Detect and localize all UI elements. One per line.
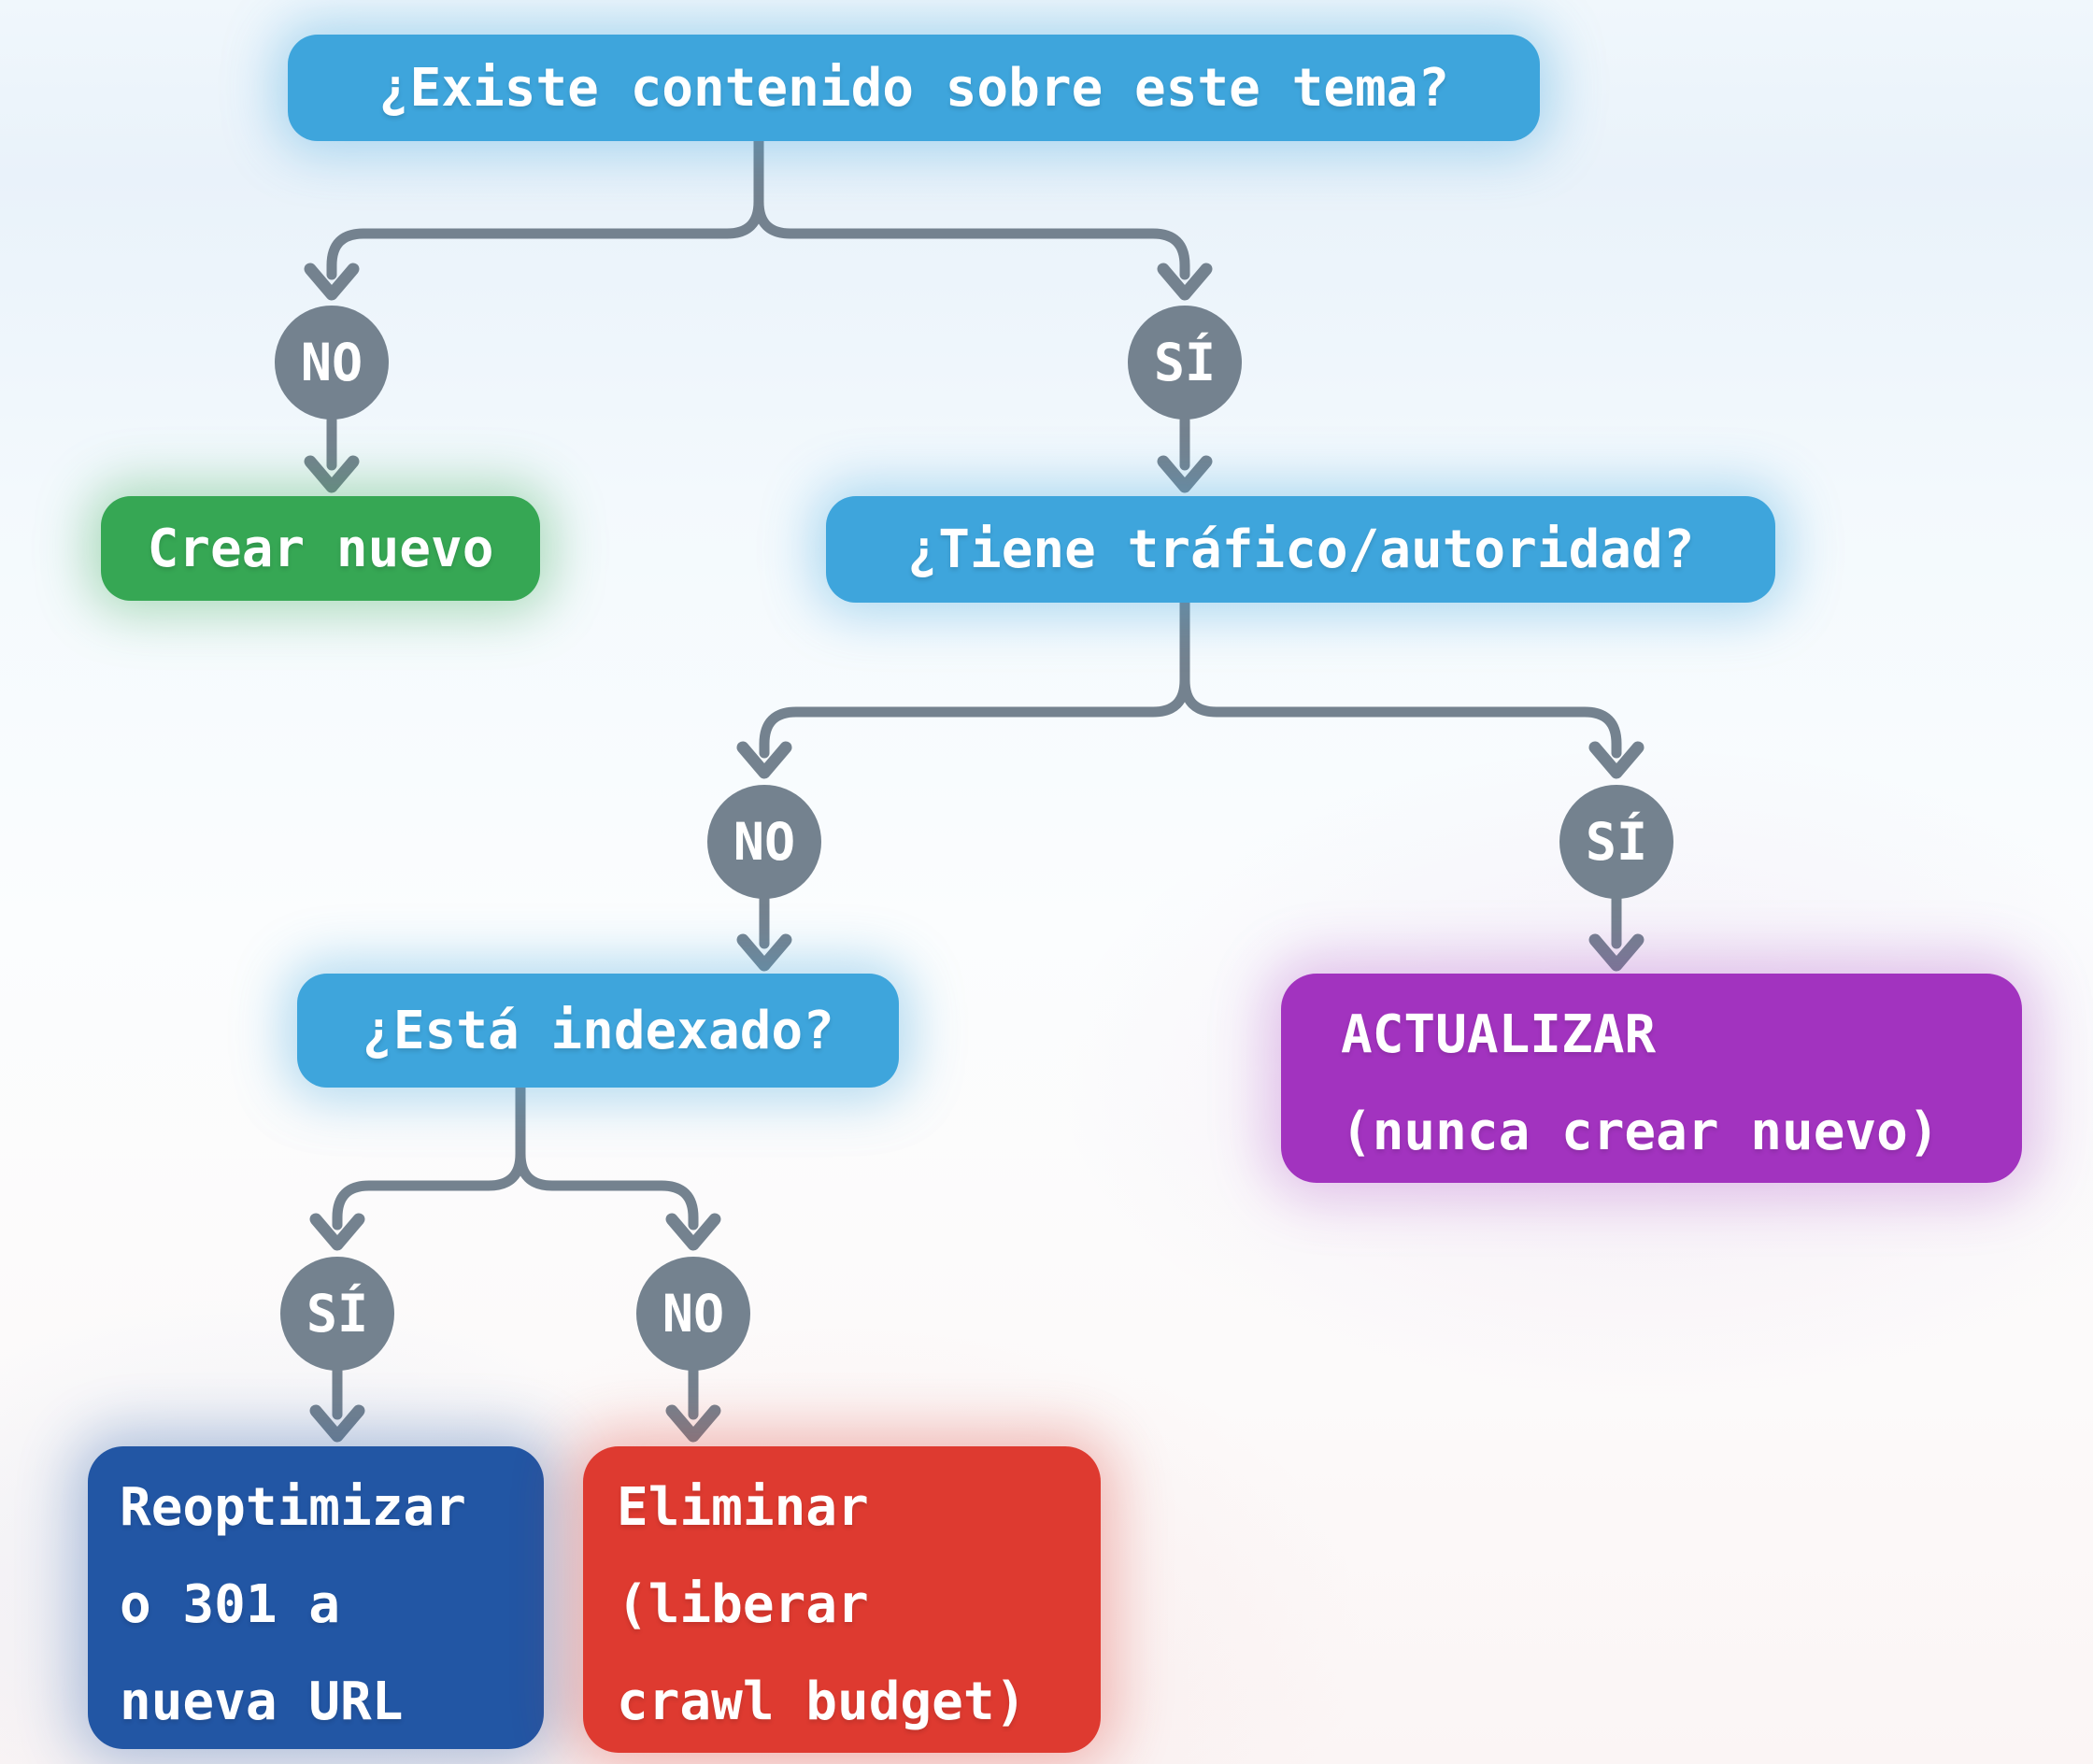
node-action-actualizar: ACTUALIZAR (nunca crear nuevo) bbox=[1281, 974, 2022, 1183]
node-label: ¿Existe contenido sobre este tema? bbox=[377, 57, 1450, 119]
edge-label-trafico-no: NO bbox=[707, 785, 821, 899]
node-question-trafico-autoridad: ¿Tiene tráfico/autoridad? bbox=[826, 496, 1775, 603]
arrowhead-icon bbox=[665, 1404, 721, 1443]
arrowhead-icon bbox=[309, 1404, 365, 1443]
edge-label-indexado-si: SÍ bbox=[280, 1257, 394, 1371]
edge-label-existe-no: NO bbox=[275, 306, 389, 420]
node-label-line: ACTUALIZAR bbox=[1341, 1004, 1657, 1065]
node-action-reoptimizar-301: Reoptimizar o 301 a nueva URL bbox=[88, 1446, 544, 1749]
connector-existe-to-si bbox=[753, 135, 1190, 280]
node-label: Crear nuevo bbox=[147, 518, 494, 579]
node-label-line: Reoptimizar bbox=[120, 1477, 466, 1538]
edge-label-text: NO bbox=[300, 333, 363, 392]
edge-label-existe-si: SÍ bbox=[1128, 306, 1242, 420]
edge-label-indexado-no: NO bbox=[636, 1257, 750, 1371]
arrowhead-icon bbox=[736, 933, 792, 972]
node-label-line: crawl budget) bbox=[617, 1672, 1027, 1732]
edge-label-text: SÍ bbox=[1153, 333, 1217, 392]
node-label: ¿Está indexado? bbox=[362, 1000, 834, 1061]
node-label-line: nueva URL bbox=[120, 1672, 404, 1732]
node-action-eliminar: Eliminar (liberar crawl budget) bbox=[583, 1446, 1101, 1753]
arrowhead-icon bbox=[665, 1213, 721, 1251]
node-label-line: (nunca crear nuevo) bbox=[1341, 1102, 1940, 1162]
connector-indexado-to-si bbox=[332, 1082, 526, 1231]
connector-existe-to-no bbox=[326, 135, 764, 280]
connector-indexado-to-no bbox=[515, 1082, 699, 1231]
edge-label-text: NO bbox=[733, 812, 796, 872]
connector-trafico-to-si bbox=[1179, 597, 1622, 759]
arrowhead-icon bbox=[304, 263, 360, 301]
node-question-existe-contenido: ¿Existe contenido sobre este tema? bbox=[288, 35, 1540, 141]
edge-label-trafico-si: SÍ bbox=[1559, 785, 1673, 899]
connector-trafico-to-no bbox=[759, 597, 1190, 759]
node-label-line: Eliminar bbox=[617, 1477, 869, 1538]
node-label-line: (liberar bbox=[617, 1574, 869, 1635]
arrowhead-icon bbox=[736, 741, 792, 779]
node-question-esta-indexado: ¿Está indexado? bbox=[297, 974, 899, 1088]
node-action-crear-nuevo: Crear nuevo bbox=[101, 496, 540, 601]
arrowhead-icon bbox=[1588, 741, 1644, 779]
edge-label-text: SÍ bbox=[1585, 812, 1648, 872]
arrowhead-icon bbox=[1157, 263, 1213, 301]
node-label: ¿Tiene tráfico/autoridad? bbox=[906, 519, 1695, 580]
edge-label-text: SÍ bbox=[306, 1284, 369, 1344]
node-label-line: o 301 a bbox=[120, 1574, 341, 1635]
arrowhead-icon bbox=[1157, 455, 1213, 493]
arrowhead-icon bbox=[309, 1213, 365, 1251]
edge-label-text: NO bbox=[662, 1284, 725, 1344]
arrowhead-icon bbox=[304, 455, 360, 493]
arrowhead-icon bbox=[1588, 933, 1644, 972]
